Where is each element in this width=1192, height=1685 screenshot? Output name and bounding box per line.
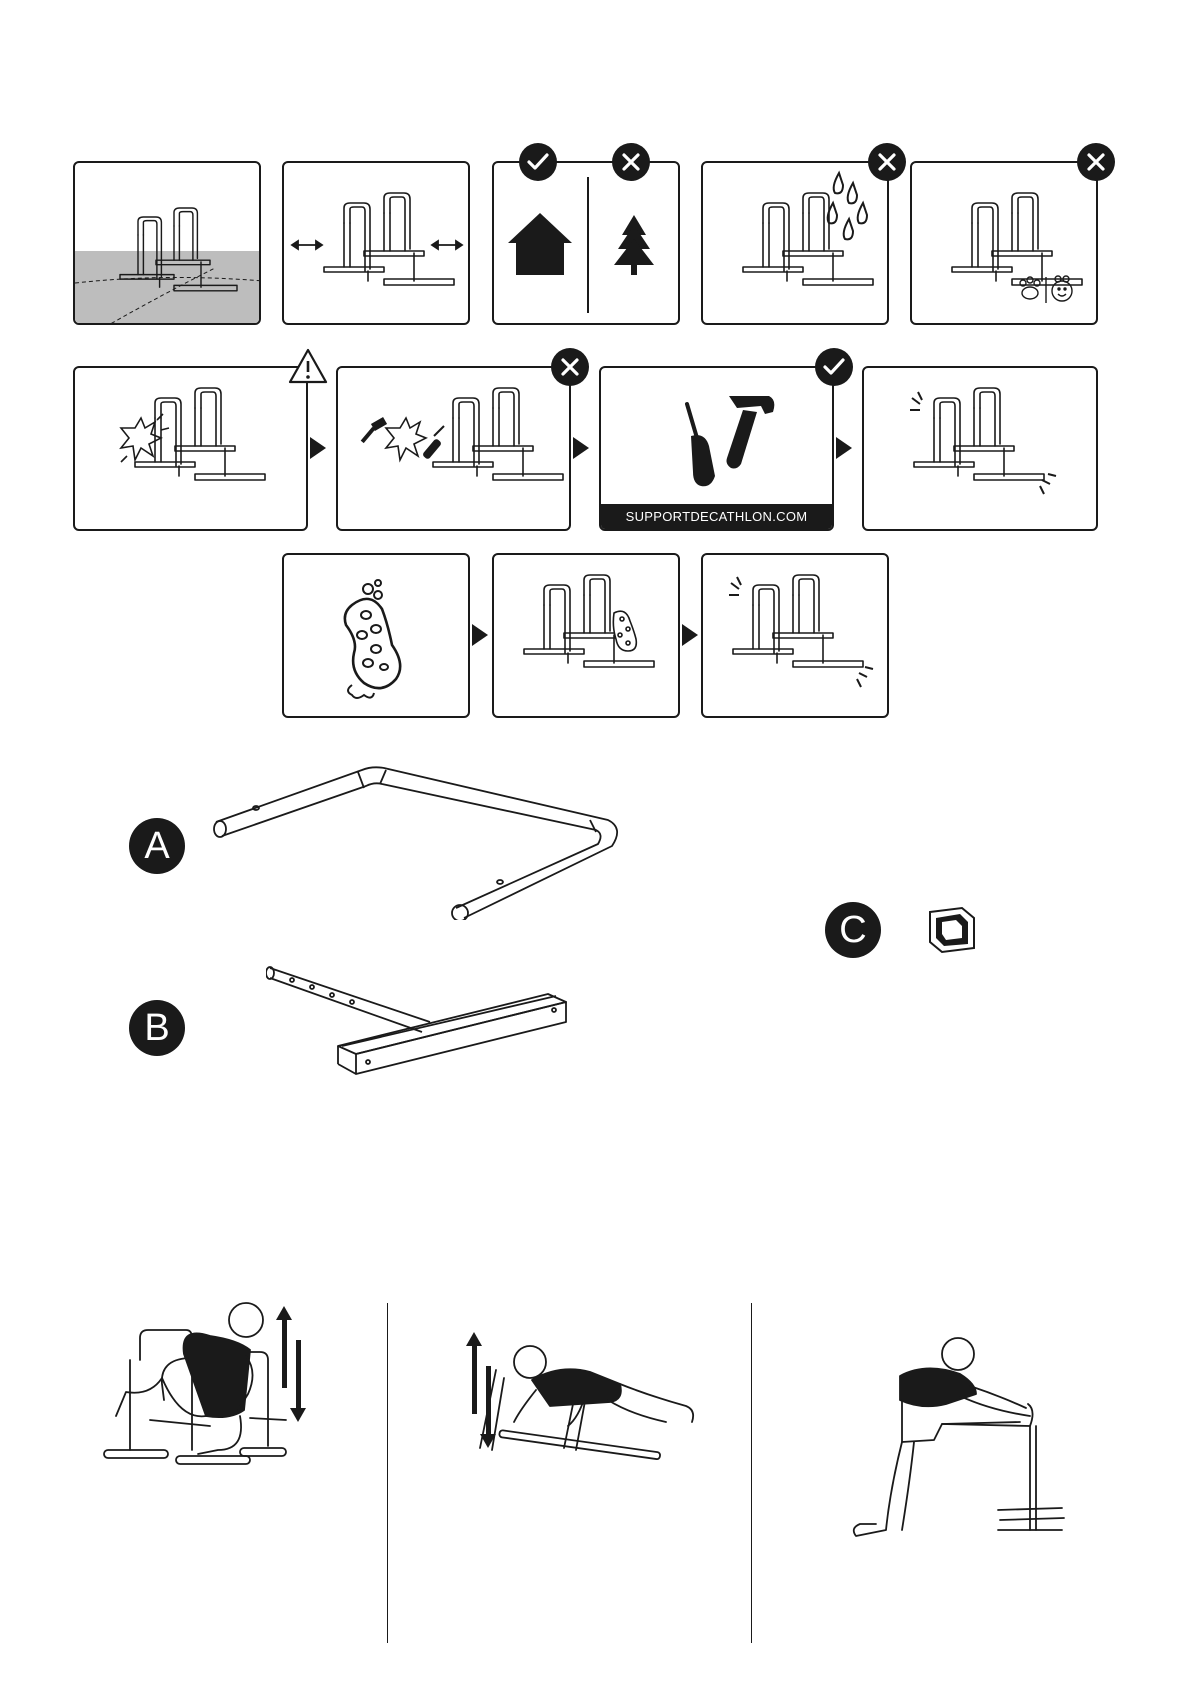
panel-indoor-only [492, 161, 680, 325]
self-repair-illustration [338, 368, 571, 531]
hammer-icon [361, 417, 387, 443]
dry-illustration [703, 555, 889, 718]
house-icon [508, 213, 572, 275]
rain-illustration [703, 163, 889, 325]
cleaning-bars-illustration [494, 555, 680, 718]
step-arrow-icon [310, 437, 326, 459]
panel-dry [701, 553, 889, 718]
panel-no-self-repair [336, 366, 571, 531]
sponge-icon [345, 580, 400, 698]
warning-icon [288, 348, 328, 384]
paw-icon [1020, 277, 1040, 299]
panel-cleaning-sponge [282, 553, 470, 718]
floor-placement-illustration [75, 163, 261, 325]
check-icon [519, 143, 557, 181]
pets-children-illustration [912, 163, 1098, 325]
exercise-dips-illustration [90, 1300, 380, 1580]
tighten-illustration [864, 368, 1098, 531]
panel-damage-check [73, 366, 308, 531]
panel-tighten [862, 366, 1098, 531]
panel-floor-placement [73, 161, 261, 325]
damage-illustration [75, 368, 308, 531]
cross-icon [551, 348, 589, 386]
spacing-illustration [284, 163, 470, 325]
part-a-u-frame [212, 760, 632, 920]
panel-cleaning-bars [492, 553, 680, 718]
cross-icon [612, 143, 650, 181]
exercise-stretch-illustration [830, 1330, 1090, 1580]
indoor-outdoor-illustration [494, 163, 680, 325]
part-a-label: A [129, 818, 185, 874]
step-arrow-icon [472, 624, 488, 646]
tools-illustration [601, 368, 834, 508]
screwdriver-icon [422, 426, 444, 460]
rain-icon [828, 173, 867, 239]
exercise-divider [751, 1303, 752, 1643]
support-url: SUPPORTDECATHLON.COM [601, 504, 832, 529]
exercise-divider [387, 1303, 388, 1643]
step-arrow-icon [573, 437, 589, 459]
cross-icon [1077, 143, 1115, 181]
step-arrow-icon [682, 624, 698, 646]
screwdriver-icon [687, 404, 715, 486]
sponge-icon [613, 611, 636, 651]
part-b-base [266, 960, 586, 1100]
step-arrow-icon [836, 437, 852, 459]
end-cap-icon [926, 904, 978, 956]
part-c-label: C [825, 902, 881, 958]
exercise-pushup-illustration [460, 1330, 720, 1530]
panel-support: SUPPORTDECATHLON.COM [599, 366, 834, 531]
part-b-label: B [129, 1000, 185, 1056]
cross-icon [868, 143, 906, 181]
panel-no-pets-children [910, 161, 1098, 325]
panel-no-rain [701, 161, 889, 325]
check-icon [815, 348, 853, 386]
panel-spacing [282, 161, 470, 325]
hammer-icon [727, 396, 775, 469]
sponge-illustration [284, 555, 470, 718]
tree-icon [614, 215, 654, 275]
